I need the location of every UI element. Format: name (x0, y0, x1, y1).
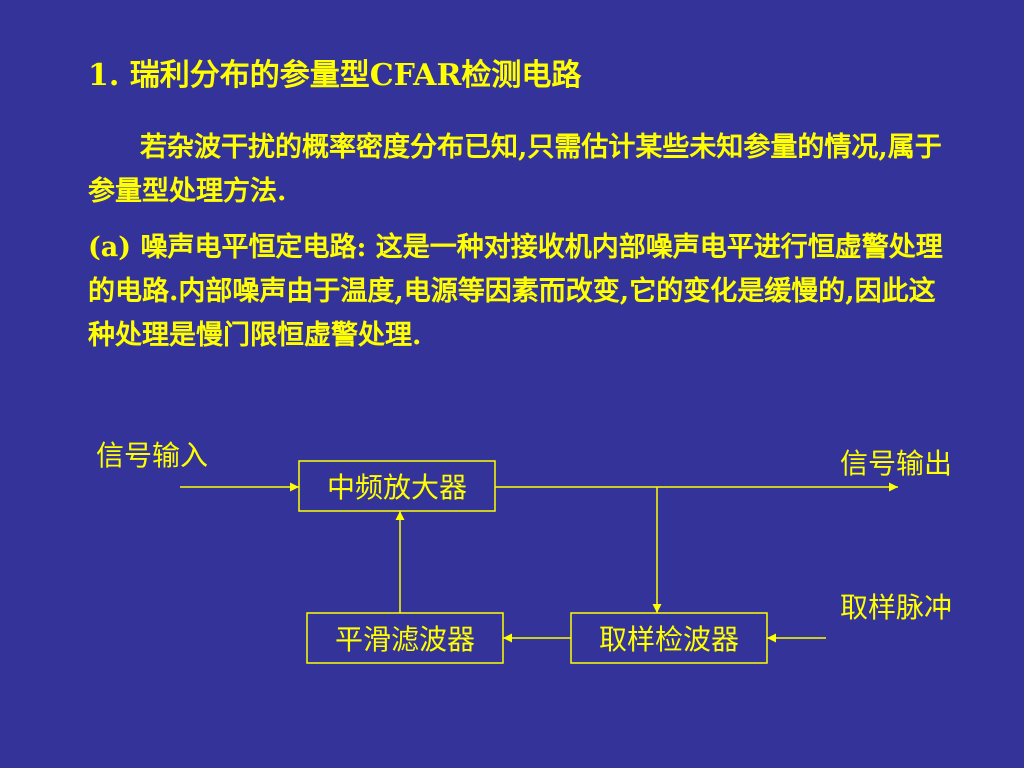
sampling-detector-label: 取样检波器 (599, 623, 739, 656)
noise-circuit-paragraph: (a) 噪声电平恒定电路: 这是一种对接收机内部噪声电平进行恒虚警处理的电路.内… (88, 232, 943, 351)
page-title: 1. 瑞利分布的参量型CFAR检测电路 (88, 58, 582, 93)
signal-output-label: 信号输出 (840, 447, 952, 480)
intro-paragraph: 若杂波干扰的概率密度分布已知,只需估计某些未知参量的情况,属于参量型处理方法. (88, 132, 942, 207)
sampling-pulse-label: 取样脉冲 (840, 591, 952, 624)
if-amplifier-label: 中频放大器 (327, 471, 467, 504)
signal-input-label: 信号输入 (96, 439, 208, 472)
smoothing-filter-label: 平滑滤波器 (335, 623, 475, 656)
